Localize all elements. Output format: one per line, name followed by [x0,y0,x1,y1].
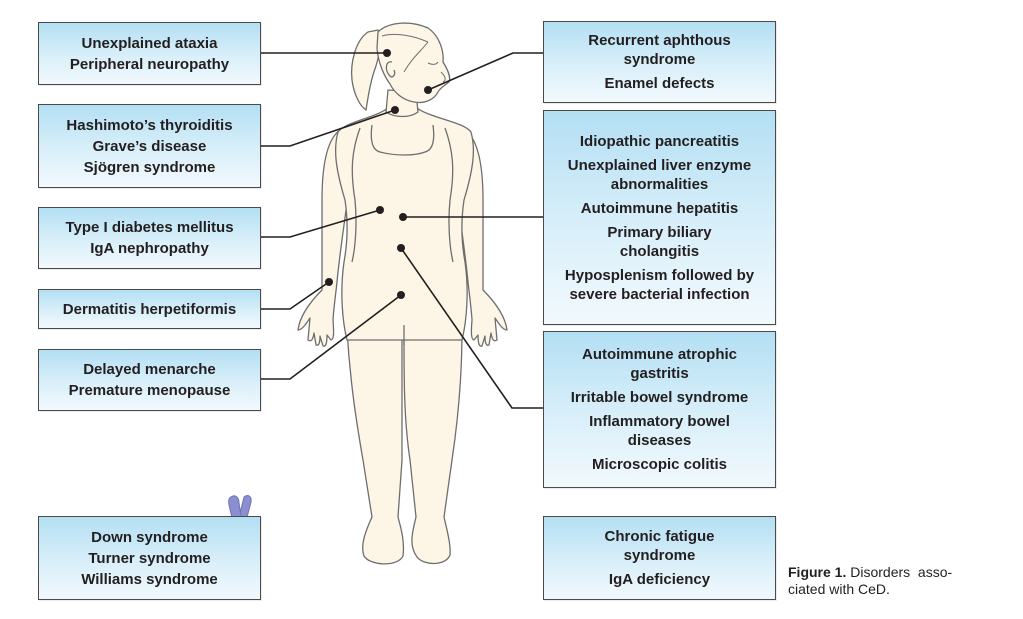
connector-jaw [427,52,543,91]
disorder-box-endocrine-renal: Type I diabetes mellitus IgA nephropathy [38,207,261,269]
disorder-item: Unexplained liver enzyme abnormalities [567,156,752,193]
disorder-item: Turner syndrome [88,549,211,567]
anatomy-point-upper-abdomen-right [399,213,407,221]
disorder-box-reproductive: Delayed menarche Premature menopause [38,349,261,411]
disorder-item: Autoimmune hepatitis [580,199,739,217]
connector-upper-abdomen-left [261,209,381,238]
disorder-item: Chronic fatigue syndrome [604,528,715,564]
anatomy-point-upper-abdomen-left [376,206,384,214]
left-leg [346,329,405,565]
disorder-item: Primary biliary cholangitis [607,223,712,260]
caption-text: Disorders asso- [846,564,953,580]
figure-caption: Figure 1. Disorders asso- ciated with Ce… [788,564,1018,598]
disorder-item: Hashimoto’s thyroiditis [66,116,233,134]
female-body-illustration [297,22,508,565]
head [376,22,451,104]
disorder-box-neurologic: Unexplained ataxia Peripheral neuropathy [38,22,261,85]
anatomy-point-wrist [325,278,333,286]
disorder-box-genetic: Down syndrome Turner syndrome Williams s… [38,516,261,600]
disorder-box-skin: Dermatitis herpetiformis [38,289,261,329]
anatomy-point-jaw [424,86,432,94]
disorder-item: Hyposplenism followed by severe bacteria… [564,266,755,303]
disorder-item: Microscopic colitis [591,456,728,473]
disorder-item: Dermatitis herpetiformis [62,300,237,318]
tank-top-neckline [370,124,435,156]
disorder-item: Unexplained ataxia [81,34,218,52]
disorder-item: Premature menopause [68,382,231,399]
connector-wrist [261,281,330,310]
disorder-box-thyroid: Hashimoto’s thyroiditis Grave’s disease … [38,104,261,188]
disorder-item: Sjögren syndrome [83,158,216,176]
disorder-item: Inflammatory bowel diseases [589,413,730,449]
caption-line-2: ciated with CeD. [788,581,890,597]
disorder-item: Recurrent aphthous syndrome [588,32,731,68]
caption-label: Figure 1. [788,564,847,580]
right-leg [403,329,463,565]
disorder-item: Irritable bowel syndrome [570,389,749,406]
connector-lower-abdomen [400,247,543,409]
caption-line-1: Figure 1. Disorders asso- [788,564,1018,581]
ponytail [350,29,381,111]
tank-top-right-strap [444,127,454,263]
hair-edge [403,41,429,73]
disorder-box-gastrointestinal: Autoimmune atrophic gastritis Irritable … [543,331,776,488]
disorder-item: Grave’s disease [92,137,207,155]
anatomy-point-pelvis [397,291,405,299]
left-arm [297,129,349,347]
anatomy-point-neck [391,106,399,114]
disorder-box-hepatic: Idiopathic pancreatitis Unexplained live… [543,110,776,325]
disorder-box-oral: Recurrent aphthous syndrome Enamel defec… [543,21,776,103]
hairline [381,33,429,43]
torso [334,107,475,341]
disorder-item: Autoimmune atrophic gastritis [581,346,737,382]
disorder-item: Type I diabetes mellitus [65,219,234,236]
right-arm [456,129,508,347]
disorder-item: Idiopathic pancreatitis [579,132,740,150]
connector-pelvis [261,294,402,380]
disorder-item: Williams syndrome [81,570,218,588]
disorder-item: Enamel defects [604,75,715,92]
connector-neck [261,109,396,147]
tank-top-left-strap [351,127,361,263]
disorder-item: IgA deficiency [608,571,711,588]
anatomy-point-lower-abdomen [397,244,405,252]
anatomy-point-head [383,49,391,57]
disorder-box-systemic: Chronic fatigue syndrome IgA deficiency [543,516,776,600]
disorder-item: Peripheral neuropathy [69,55,230,73]
disorder-item: Delayed menarche [83,361,216,378]
eye [427,61,439,65]
disorder-item: Down syndrome [91,528,208,546]
nose [440,71,446,83]
disorder-item: IgA nephropathy [90,240,209,257]
connector-lines [261,49,543,409]
ear [385,61,396,78]
